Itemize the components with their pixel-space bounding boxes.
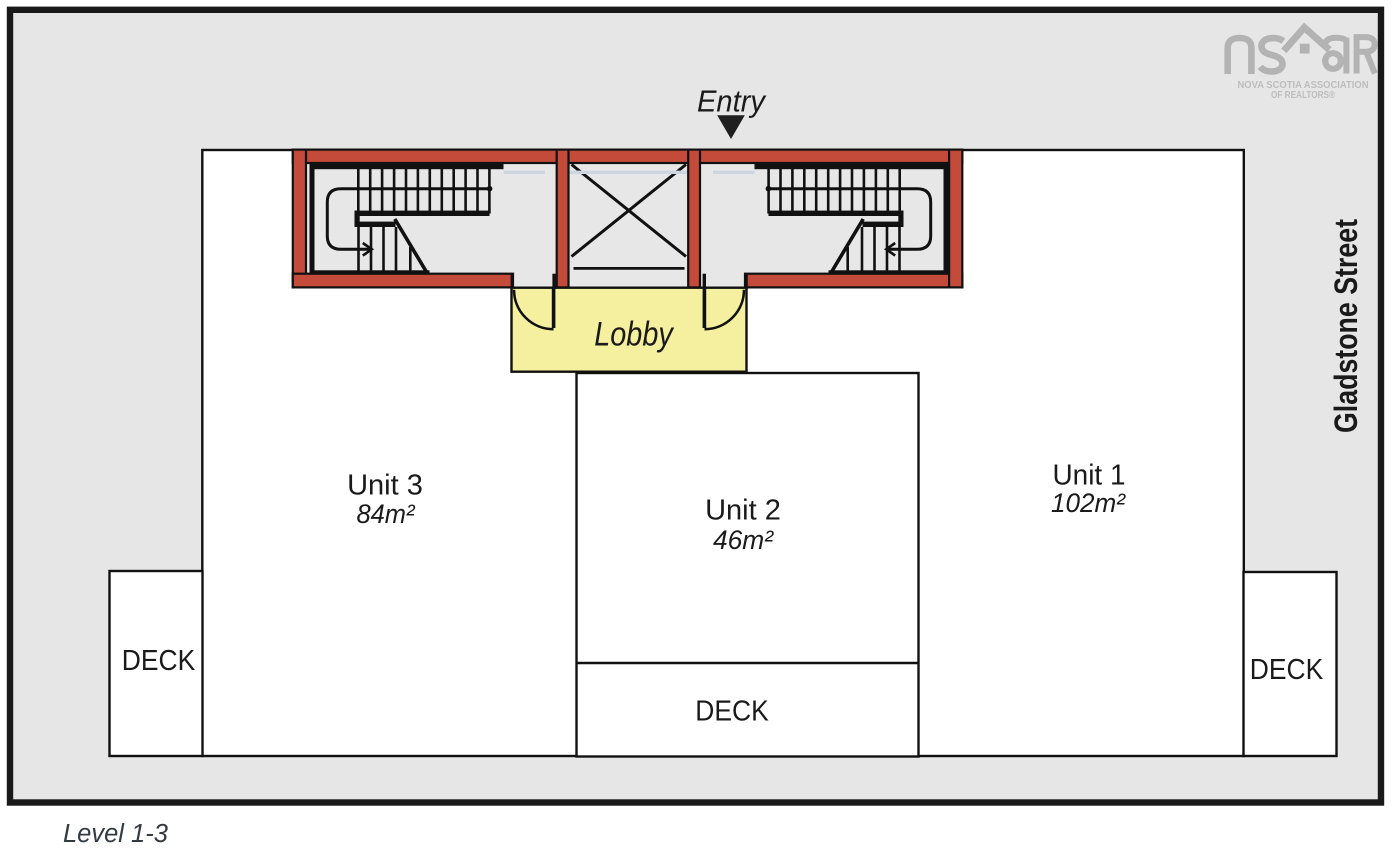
svg-text:Entry: Entry (697, 84, 767, 119)
svg-text:102m²: 102m² (1051, 488, 1126, 518)
svg-text:Unit 3: Unit 3 (347, 470, 423, 502)
svg-text:NOVA SCOTIA ASSOCIATION: NOVA SCOTIA ASSOCIATION (1238, 79, 1369, 91)
svg-text:Unit 2: Unit 2 (705, 495, 781, 527)
svg-text:84m²: 84m² (357, 499, 416, 529)
svg-text:DECK: DECK (695, 696, 769, 728)
svg-text:Unit 1: Unit 1 (1053, 460, 1126, 492)
svg-text:DECK: DECK (122, 645, 196, 677)
svg-text:Gladstone Street: Gladstone Street (1328, 219, 1364, 433)
svg-text:46m²: 46m² (713, 525, 774, 555)
svg-text:Level 1-3: Level 1-3 (63, 820, 168, 848)
svg-text:Lobby: Lobby (594, 316, 674, 354)
svg-text:DECK: DECK (1250, 654, 1324, 686)
svg-text:OF REALTORS®: OF REALTORS® (1271, 89, 1335, 101)
